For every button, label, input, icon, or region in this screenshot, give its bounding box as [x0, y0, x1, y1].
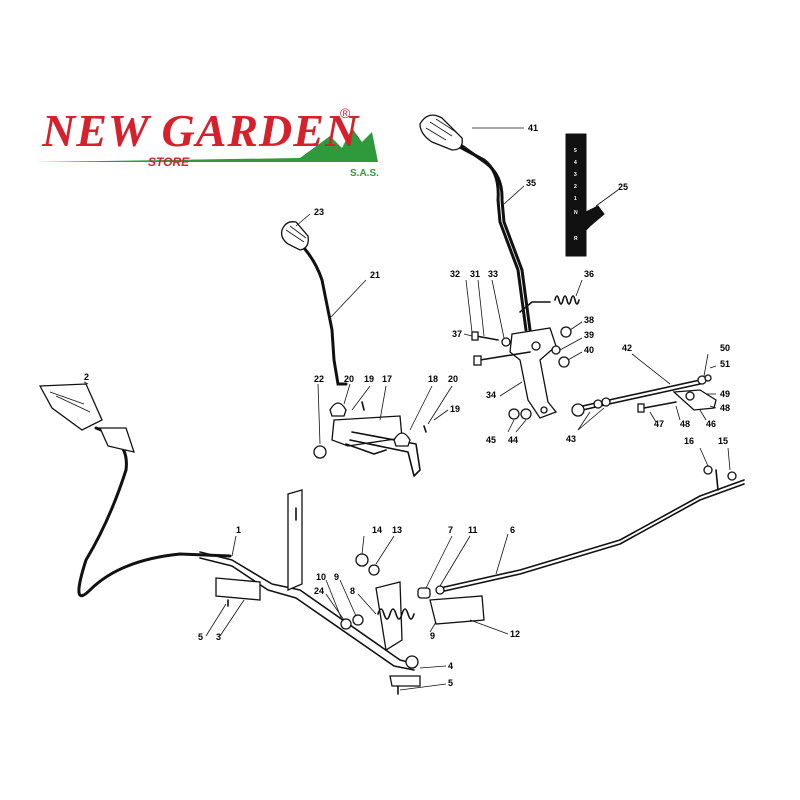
logo-green-swoosh	[35, 128, 378, 162]
callout-32: 32	[450, 269, 460, 279]
callout-17: 17	[382, 374, 392, 384]
callout-37: 37	[452, 329, 462, 339]
callout-4: 4	[448, 661, 453, 671]
callout-31: 31	[470, 269, 480, 279]
brand-logo[interactable]: NEW GARDEN ® STORE S.A.S.	[35, 105, 379, 179]
gear-lever	[419, 114, 532, 332]
callout-3: 3	[216, 632, 221, 642]
callout-23: 23	[314, 207, 324, 217]
callout-9-right: 9	[430, 631, 435, 641]
callout-41: 41	[528, 123, 538, 133]
callout-9-left: 9	[334, 572, 339, 582]
callout-48-right: 48	[720, 403, 730, 413]
linkage-rod-42	[571, 379, 701, 417]
gate-mark-1: 1	[574, 196, 577, 202]
callout-34: 34	[486, 390, 496, 400]
logo-store-text: STORE	[148, 155, 190, 169]
callout-47: 47	[654, 419, 664, 429]
mower-lever-bracket	[313, 401, 427, 477]
logo-brand-text: NEW GARDEN	[41, 105, 360, 156]
gear-lever-bracket	[509, 327, 558, 419]
callout-21: 21	[370, 270, 380, 280]
gate-mark-2: 2	[574, 184, 577, 190]
callout-43: 43	[566, 434, 576, 444]
callout-5-left: 5	[198, 632, 203, 642]
callout-33: 33	[488, 269, 498, 279]
callout-40: 40	[584, 345, 594, 355]
callout-1: 1	[236, 525, 241, 535]
callout-16: 16	[684, 436, 694, 446]
callout-5-bottom: 5	[448, 678, 453, 688]
gate-mark-5: 5	[574, 148, 577, 154]
callout-49: 49	[720, 389, 730, 399]
rod-end-bracket	[637, 374, 717, 413]
logo-sas-text: S.A.S.	[350, 168, 379, 179]
pedal-shaft	[199, 489, 419, 671]
callout-6: 6	[510, 525, 515, 535]
cable-6	[439, 465, 745, 593]
callout-15: 15	[718, 436, 728, 446]
callout-36: 36	[584, 269, 594, 279]
callout-20-right: 20	[448, 374, 458, 384]
gear-lever-knob	[419, 114, 463, 151]
mower-lever	[280, 221, 348, 386]
callout-7: 7	[448, 525, 453, 535]
spring-36	[519, 295, 580, 313]
callout-51: 51	[720, 359, 730, 369]
callout-11: 11	[468, 525, 478, 535]
callout-39: 39	[584, 330, 594, 340]
pedal-arm	[38, 383, 232, 598]
gate-mark-r: R	[574, 236, 578, 242]
callout-22: 22	[314, 374, 324, 384]
callout-35: 35	[526, 178, 536, 188]
callout-45: 45	[486, 435, 496, 445]
gate-mark-4: 4	[574, 160, 577, 166]
bracket-hardware	[471, 326, 572, 420]
callouts: 41 35 25 23 21 36 32 31 33 38 37 39 40 4…	[83, 123, 731, 691]
callout-20-left: 20	[344, 374, 354, 384]
callout-24: 24	[314, 586, 324, 596]
gate-mark-3: 3	[574, 172, 577, 178]
callout-18: 18	[428, 374, 438, 384]
callout-10: 10	[316, 572, 326, 582]
callout-46: 46	[706, 419, 716, 429]
pedal-clip-4	[227, 599, 421, 695]
callout-38: 38	[584, 315, 594, 325]
callout-13: 13	[392, 525, 402, 535]
gate-mark-n: N	[574, 210, 578, 216]
callout-19-right: 19	[450, 404, 460, 414]
callout-50: 50	[720, 343, 730, 353]
callout-2: 2	[84, 372, 89, 382]
callout-25: 25	[618, 182, 628, 192]
callout-8: 8	[350, 586, 355, 596]
callout-19-left: 19	[364, 374, 374, 384]
logo-registered-mark: ®	[340, 105, 351, 121]
callout-42: 42	[622, 343, 632, 353]
callout-12: 12	[510, 629, 520, 639]
callout-14: 14	[372, 525, 382, 535]
callout-44: 44	[508, 435, 518, 445]
callout-48-left: 48	[680, 419, 690, 429]
spring-8	[340, 553, 485, 630]
gear-gate-plate: 5 4 3 2 1 N R	[565, 133, 605, 257]
